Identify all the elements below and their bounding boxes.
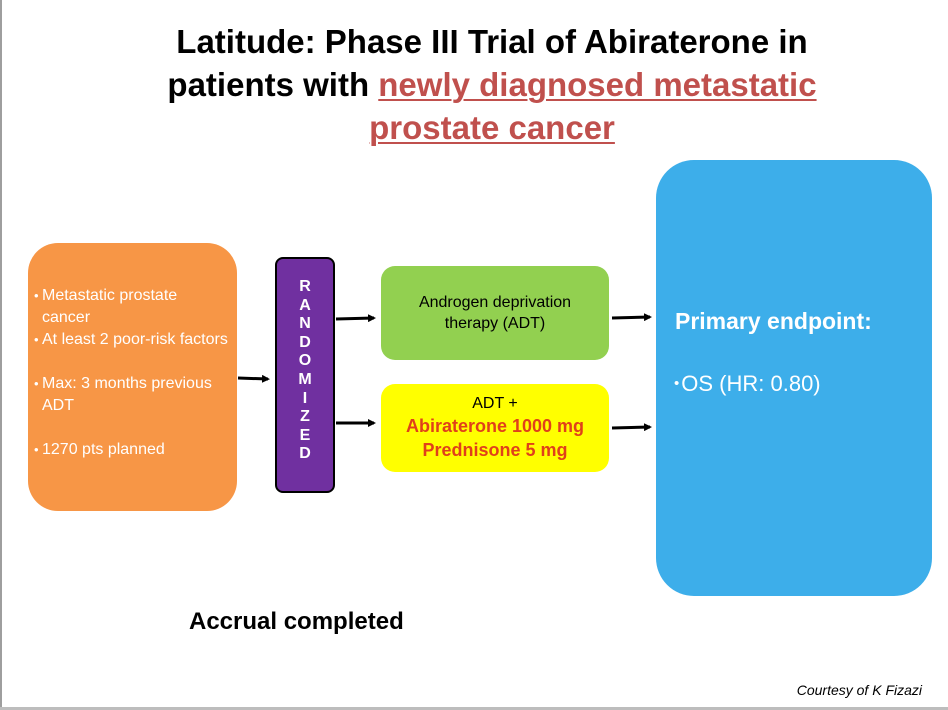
randomized-letter: R [299, 278, 311, 295]
arrow-randomized-to-control [335, 314, 376, 323]
arrow-eligibility-to-randomized [237, 374, 270, 383]
eligibility-item: Metastatic prostate cancer [34, 285, 229, 329]
title-highlight-2: prostate cancer [369, 109, 615, 146]
slide-border-left [0, 0, 2, 710]
randomized-letter: Z [300, 408, 310, 426]
slide-title: Latitude: Phase III Trial of Abiraterone… [60, 20, 924, 149]
arrow-experimental-to-endpoint [611, 423, 652, 432]
endpoint-title: Primary endpoint: [675, 308, 872, 334]
title-line-3: prostate cancer [60, 106, 924, 149]
control-arm-box: Androgen deprivation therapy (ADT) [381, 266, 609, 360]
experimental-arm-box: ADT + Abiraterone 1000 mg Prednisone 5 m… [381, 384, 609, 472]
randomized-letter: D [299, 445, 311, 463]
randomized-letter: M [298, 370, 312, 388]
randomized-letter: O [298, 352, 312, 370]
experimental-arm-drug-2: Prednisone 5 mg [422, 440, 568, 460]
experimental-arm-drug-1: Abiraterone 1000 mg [405, 416, 585, 436]
randomized-letter: I [302, 389, 308, 407]
endpoint-item: •OS (HR: 0.80) [674, 370, 821, 398]
title-line-1: Latitude: Phase III Trial of Abiraterone… [176, 23, 808, 60]
randomized-letter: N [299, 315, 311, 333]
eligibility-item: At least 2 poor-risk factors [34, 329, 229, 351]
endpoint-box: Primary endpoint: •OS (HR: 0.80) [656, 160, 932, 596]
experimental-arm-line-1: ADT + [472, 395, 518, 412]
title-highlight-1: newly diagnosed metastatic [378, 66, 817, 103]
randomized-letter: E [299, 426, 311, 444]
arrow-control-to-endpoint [611, 313, 652, 322]
slide-border-bottom [0, 707, 948, 710]
control-arm-label: Androgen deprivation therapy (ADT) [418, 294, 572, 332]
eligibility-box: Metastatic prostate cancer At least 2 po… [28, 243, 237, 511]
randomized-letter: D [299, 333, 311, 351]
bullet-icon: • [674, 375, 680, 392]
eligibility-item: 1270 pts planned [34, 439, 229, 461]
title-line-2: patients with newly diagnosed metastatic [60, 63, 924, 106]
title-line-2-prefix: patients with [167, 66, 379, 103]
endpoint-item-text: OS (HR: 0.80) [681, 371, 821, 396]
randomized-box: R A N D O M I Z E D [275, 257, 335, 493]
randomized-letter: A [299, 296, 311, 314]
randomized-label: R A N D O M I Z E D [277, 278, 333, 464]
courtesy-credit: Courtesy of K Fizazi [796, 682, 922, 698]
accrual-status: Accrual completed [189, 608, 404, 635]
eligibility-item: Max: 3 months previous ADT [34, 373, 229, 417]
